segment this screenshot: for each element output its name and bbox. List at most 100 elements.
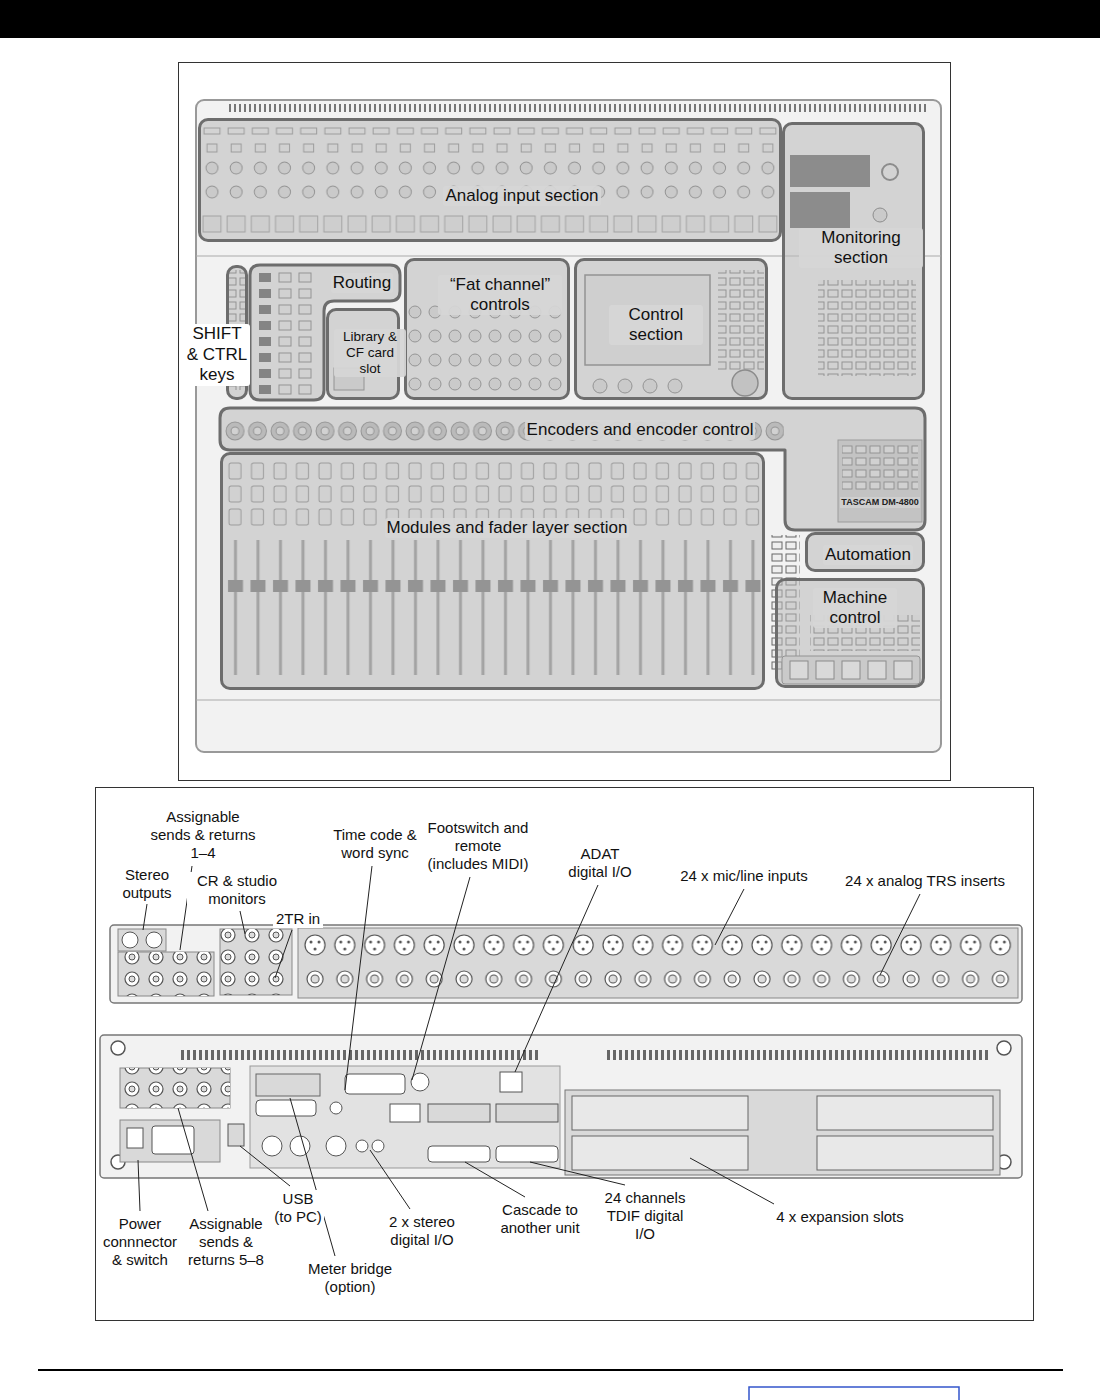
region-label: Control section [609,305,703,346]
vents [180,1050,540,1060]
sends-block [118,952,214,996]
leader-line [530,1162,625,1185]
leader-line [240,911,245,934]
figure-frame [96,788,1034,1321]
region-box: Library & CF card slot [326,308,400,400]
rear-view [96,788,1034,1321]
leader-line [345,866,372,1090]
region-label: Analog input section [443,186,600,206]
leader-line [412,877,470,1080]
region-label: SHIFT & CTRL keys [184,324,250,385]
xlr-row [300,930,1015,960]
dsub-connector [256,1100,316,1116]
xlr-socket [326,1136,346,1156]
region-label: Automation [823,545,913,565]
rca [372,1140,384,1152]
xlr-socket [262,1136,282,1156]
callout-label: Meter bridge (option) [295,1260,405,1296]
bnc [330,1102,342,1114]
figure-frame [179,63,951,781]
region-label: Encoders and encoder control [525,420,756,440]
callout-label: 2 x stereo digital I/O [377,1213,467,1249]
usb-port [228,1124,244,1146]
region-label: Machine control [813,588,897,629]
power-switch [127,1128,143,1148]
header-bar [0,0,1100,38]
leader-line [138,1160,140,1211]
panel-seam [196,700,941,701]
region-box: Control section [574,258,768,400]
top-view [179,63,951,781]
region-box: “Fat channel” controls [404,258,570,400]
region-label: Modules and fader layer section [385,518,630,538]
dsub-connector [345,1074,405,1094]
sends-block [120,1068,230,1108]
expansion-panel [565,1090,1000,1175]
leader-line [370,1150,410,1209]
footer-rule [38,1369,1063,1371]
callout-label: Assignable sends & returns 1–4 [148,808,258,862]
callout-label: ADAT digital I/O [561,845,639,881]
vents [228,104,928,112]
console-outline [196,100,941,752]
jacks [120,1068,230,1108]
vents [605,1050,990,1060]
jack-row [300,965,1015,993]
link-box [749,1387,959,1400]
screw [111,1041,125,1055]
callout-label: USB (to PC) [272,1190,324,1226]
leader-line [465,1162,525,1197]
leader-line [143,904,147,930]
region-label: “Fat channel” controls [438,275,562,316]
leader-line [178,1108,208,1211]
leader-line [715,889,744,945]
connector-block [256,1074,320,1096]
adat-port [500,1072,522,1092]
callout-label: 24 x analog TRS inserts [830,872,1020,890]
region-box: Automation [805,532,925,572]
leader-line [240,1146,290,1186]
power-block [120,1120,220,1162]
callout-label: 2TR in [273,910,323,928]
expansion-slot [572,1136,748,1170]
callout-label: 4 x expansion slots [755,1208,925,1226]
leader-line [880,894,920,975]
jacks [118,952,214,996]
region-box: Monitoring section [782,122,925,400]
io-block [250,1066,560,1168]
tdif-port [428,1104,490,1122]
expansion-slot [817,1136,993,1170]
screw [997,1041,1011,1055]
leader-lines [138,866,920,1256]
expansion-slot [817,1096,993,1130]
tdif-port [496,1104,558,1122]
callout-label: 24 channels TDIF digital I/O [595,1189,695,1243]
monitor-out-block [220,929,292,995]
region-label: Routing [331,273,394,293]
region-box: Modules and fader layer section [220,452,765,690]
callout-label: Power connnector & switch [98,1215,182,1269]
leader-line [690,1158,774,1204]
tdif-port [496,1146,558,1162]
rear-chassis [100,1035,1022,1178]
callout-label: Time code & word sync [325,826,425,862]
xlr-socket [290,1136,310,1156]
callout-label: 24 x mic/line inputs [659,867,829,885]
leader-line [515,885,598,1072]
region-box: Machine control [775,578,925,688]
expansion-slot [572,1096,748,1130]
input-block [298,928,1018,998]
region-box: Analog input section [198,118,782,242]
leader-line [290,1098,335,1256]
cascade-port [428,1146,490,1162]
midi-port [390,1104,420,1122]
brand-label: TASCAM DM-4800 [840,497,920,508]
xlr-socket [122,932,138,948]
region-label: Monitoring section [799,228,923,269]
callout-label: Cascade to another unit [488,1201,592,1237]
jacks [220,929,292,995]
callout-label: Assignable sends & returns 5–8 [182,1215,270,1269]
leader-line [275,930,292,978]
callout-label: CR & studio monitors [187,872,287,908]
